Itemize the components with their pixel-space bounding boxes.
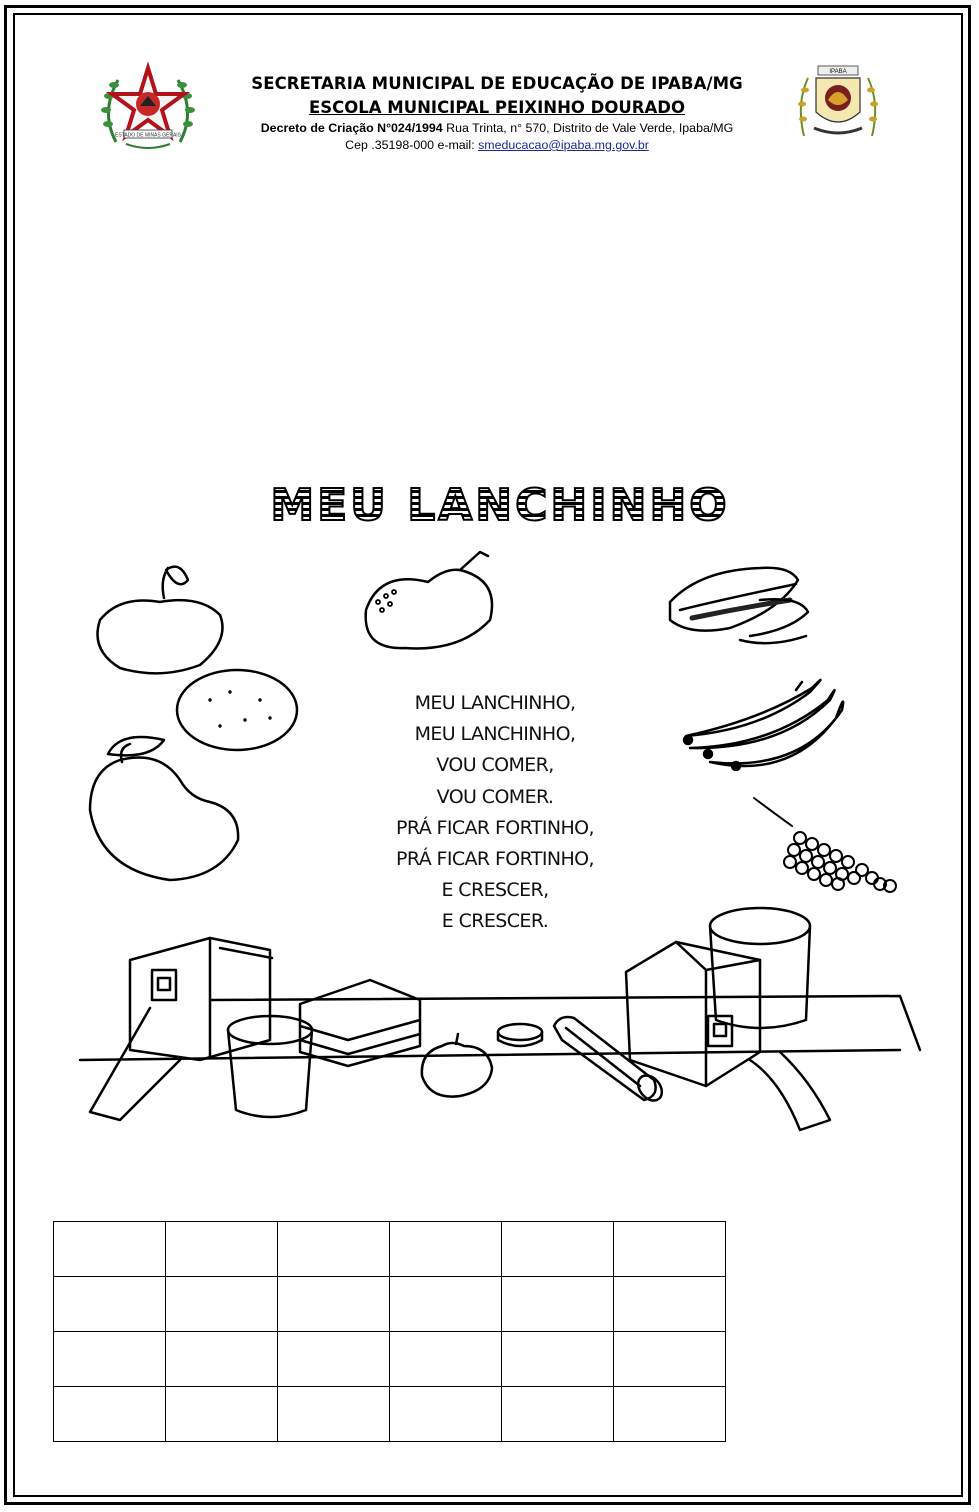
guava-icon: [364, 550, 494, 650]
school-header: SECRETARIA MUNICIPAL DE EDUCAÇÃO DE IPAB…: [232, 72, 762, 153]
grid-cell[interactable]: [501, 1386, 614, 1442]
activity-title: MEU LANCHINHO: [270, 480, 729, 530]
grid-cell[interactable]: [165, 1386, 278, 1442]
grid-row: [53, 1276, 726, 1332]
apple-icon: [96, 565, 224, 675]
ipaba-seal-text: IPABA: [829, 69, 846, 75]
grid-row: [53, 1386, 726, 1442]
poem-line: VOU COMER.: [436, 785, 554, 808]
grid-row: [53, 1331, 726, 1387]
grid-cell[interactable]: [389, 1386, 502, 1442]
contact-line: Cep .35198-000 e-mail: smeducacao@ipaba.…: [232, 137, 762, 153]
grid-cell[interactable]: [613, 1386, 726, 1442]
ipaba-seal-icon: IPABA: [798, 65, 878, 137]
poem-line: VOU COMER,: [436, 754, 554, 777]
page-border-inner: [13, 13, 963, 1497]
grape-icon: [753, 797, 897, 893]
grid-cell[interactable]: [277, 1386, 390, 1442]
address-text: Rua Trinta, n° 570, Distrito de Vale Ver…: [442, 121, 734, 135]
grid-cell[interactable]: [389, 1276, 502, 1332]
lunch-illustration: [78, 550, 922, 1132]
thermos-icon: [552, 1015, 664, 1102]
grid-row: [53, 1221, 726, 1277]
grid-cell[interactable]: [165, 1221, 278, 1277]
grid-cell[interactable]: [53, 1386, 166, 1442]
decree-line: Decreto de Criação N°024/1994 Rua Trinta…: [232, 120, 762, 137]
poem: MEU LANCHINHO, MEU LANCHINHO, VOU COMER,…: [330, 688, 660, 938]
banana-icon: [682, 678, 845, 772]
poem-line: PRÁ FICAR FORTINHO,: [396, 816, 595, 839]
pear-icon: [88, 735, 240, 882]
secretaria-title: SECRETARIA MUNICIPAL DE EDUCAÇÃO DE IPAB…: [251, 74, 743, 93]
grid-cell[interactable]: [277, 1276, 390, 1332]
poem-line: E CRESCER,: [441, 879, 549, 902]
lunchbox-left-icon: [88, 936, 274, 1122]
grid-cell[interactable]: [53, 1276, 166, 1332]
cookie-icon: [496, 1022, 544, 1048]
grid-cell[interactable]: [613, 1221, 726, 1277]
poem-line: PRÁ FICAR FORTINHO,: [396, 848, 595, 871]
grid-cell[interactable]: [165, 1331, 278, 1387]
grid-cell[interactable]: [501, 1331, 614, 1387]
poem-line: MEU LANCHINHO,: [414, 723, 576, 746]
cup-left-icon: [226, 1014, 314, 1119]
lunchbox-right-icon: [624, 940, 832, 1132]
grid-cell[interactable]: [53, 1331, 166, 1387]
grid-cell[interactable]: [165, 1276, 278, 1332]
cep-label: Cep .35198-000 e-mail:: [345, 138, 479, 152]
grid-cell[interactable]: [389, 1221, 502, 1277]
poem-line: E CRESCER.: [441, 910, 549, 933]
cup-right-icon: [708, 906, 812, 1030]
grid-cell[interactable]: [613, 1276, 726, 1332]
small-apple-icon: [420, 1032, 494, 1098]
email-link[interactable]: smeducacao@ipaba.mg.gov.br: [478, 138, 649, 152]
grid-cell[interactable]: [389, 1331, 502, 1387]
grid-cell[interactable]: [277, 1331, 390, 1387]
minas-gerais-seal-text: ESTADO DE MINAS GERAIS: [115, 133, 182, 139]
activity-title-art: MEU LANCHINHO: [269, 479, 729, 530]
grid-cell[interactable]: [613, 1331, 726, 1387]
grid-cell[interactable]: [53, 1221, 166, 1277]
page-border-outer: [4, 5, 971, 1505]
grid-cell[interactable]: [501, 1276, 614, 1332]
sandwich-icon: [298, 978, 422, 1068]
orange-icon: [175, 668, 299, 752]
school-name: ESCOLA MUNICIPAL PEIXINHO DOURADO: [308, 98, 685, 117]
minas-gerais-seal-icon: ESTADO DE MINAS GERAIS: [101, 62, 195, 149]
decree-label: Decreto de Criação N°024/1994: [260, 121, 443, 135]
grid-cell[interactable]: [501, 1221, 614, 1277]
grid-cell[interactable]: [277, 1221, 390, 1277]
papaya-icon: [668, 566, 810, 645]
poem-line: MEU LANCHINHO,: [414, 692, 576, 714]
answer-grid: [53, 1221, 726, 1442]
